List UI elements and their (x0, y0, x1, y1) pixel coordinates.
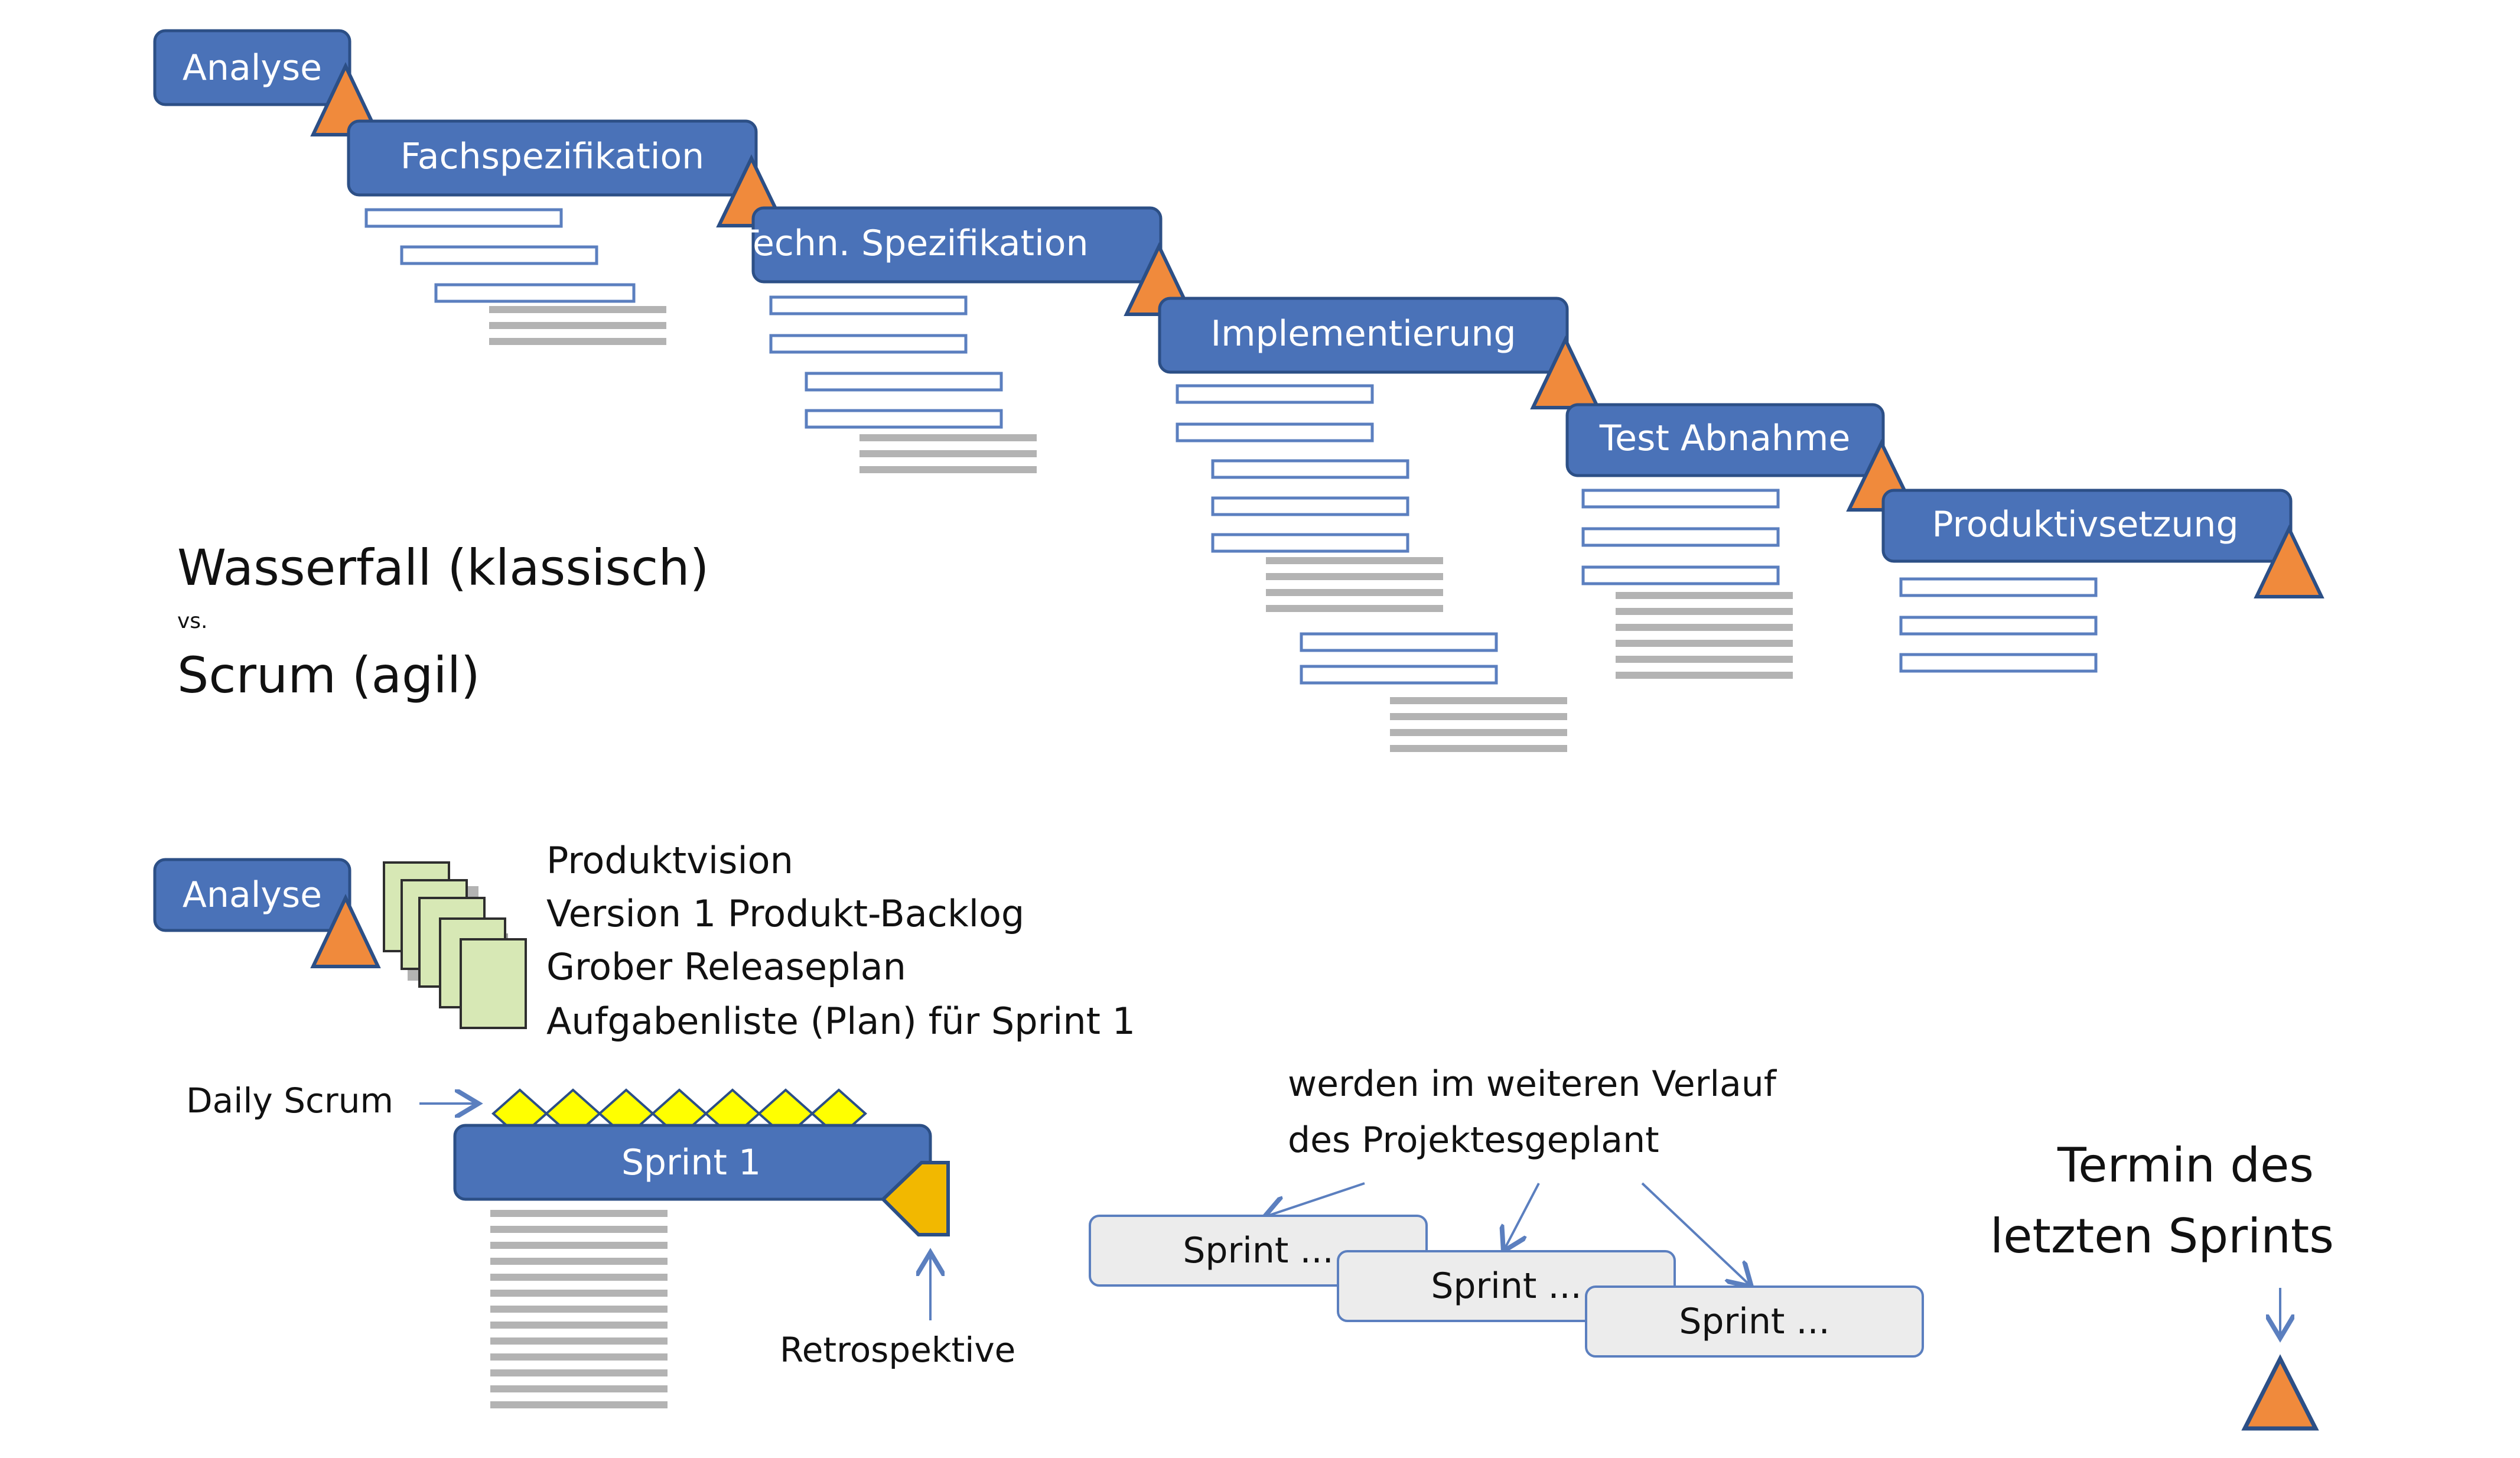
phase-label: Produktivsetzung (1932, 504, 2238, 545)
future-sprints-note: werden im weiteren Verlauf des Projektes… (1264, 1063, 1777, 1287)
future-sprint-boxes: Sprint ... Sprint ... Sprint ... (1089, 1215, 1924, 1358)
task-list (364, 208, 666, 345)
sprint-box-label: Sprint ... (1679, 1301, 1829, 1342)
title-vs: vs. (177, 609, 208, 633)
task-list (769, 295, 1037, 473)
phase-label: Analyse (183, 874, 322, 916)
artifact-item: Produktvision (546, 839, 793, 882)
last-sprint-note: Termin des letzten Sprints (1990, 1138, 2334, 1431)
artifact-item: Version 1 Produkt-Backlog (546, 892, 1024, 935)
sprint-task-list (490, 1210, 668, 1408)
note-line: Termin des (2057, 1138, 2314, 1193)
phase-techn-spezifikation: Techn. Spezifikation (737, 206, 1194, 473)
scrum-analyse: Analyse (153, 858, 381, 968)
note-arrow (1264, 1182, 1365, 1217)
phase-analyse: Analyse (153, 29, 381, 136)
title-waterfall: Wasserfall (klassisch) (177, 539, 709, 597)
note-line: letzten Sprints (1990, 1209, 2334, 1264)
artifact-item: Grober Releaseplan (546, 945, 906, 988)
artifact-item: Aufgabenliste (Plan) für Sprint 1 (546, 1000, 1135, 1043)
phase-label: Implementierung (1210, 313, 1516, 354)
phase-label: Fachspezifikation (401, 136, 704, 177)
phase-label: Analyse (183, 47, 322, 89)
scrum-diagram: Analyse Produktvision Version 1 Produkt-… (153, 839, 2334, 1431)
sprint-box-label: Sprint ... (1183, 1230, 1333, 1271)
milestone-icon (310, 893, 381, 968)
phase-fachspezifikation: Fachspezifikation (347, 119, 787, 345)
milestone-icon (2254, 525, 2324, 598)
task-list (1176, 384, 1567, 752)
note-arrow (1641, 1182, 1751, 1287)
sprint-label: Sprint 1 (621, 1142, 761, 1183)
title-scrum: Scrum (agil) (177, 646, 480, 704)
phase-implementierung: Implementierung (1158, 297, 1601, 752)
comparison-title: Wasserfall (klassisch) vs. Scrum (agil) (177, 539, 709, 704)
note-arrow (1503, 1183, 1540, 1251)
phase-label: Test Abnahme (1599, 418, 1851, 459)
task-list (1899, 577, 2098, 673)
daily-scrum-label: Daily Scrum (186, 1081, 393, 1121)
sprint-box-label: Sprint ... (1431, 1265, 1581, 1307)
retrospective-icon (880, 1161, 950, 1236)
artifact-list: Produktvision Version 1 Produkt-Backlog … (546, 839, 1135, 1043)
note-line: des Projektesgeplant (1288, 1119, 1659, 1161)
milestone-icon (1530, 336, 1601, 409)
phase-label: Techn. Spezifikation (737, 223, 1089, 264)
milestone-icon (310, 61, 381, 136)
task-list (1581, 489, 1793, 679)
retrospective-label: Retrospektive (780, 1330, 1015, 1370)
documents-icon (383, 861, 527, 1029)
phase-produktivsetzung: Produktivsetzung (1881, 489, 2324, 673)
milestone-icon (2241, 1354, 2319, 1431)
phase-test-abnahme: Test Abnahme (1565, 403, 1917, 679)
waterfall-diagram: Analyse Fachspezifikation Techn. Spezifi… (153, 29, 2324, 752)
sprint-1: Sprint 1 (453, 1124, 950, 1408)
note-line: werden im weiteren Verlauf (1288, 1063, 1777, 1105)
